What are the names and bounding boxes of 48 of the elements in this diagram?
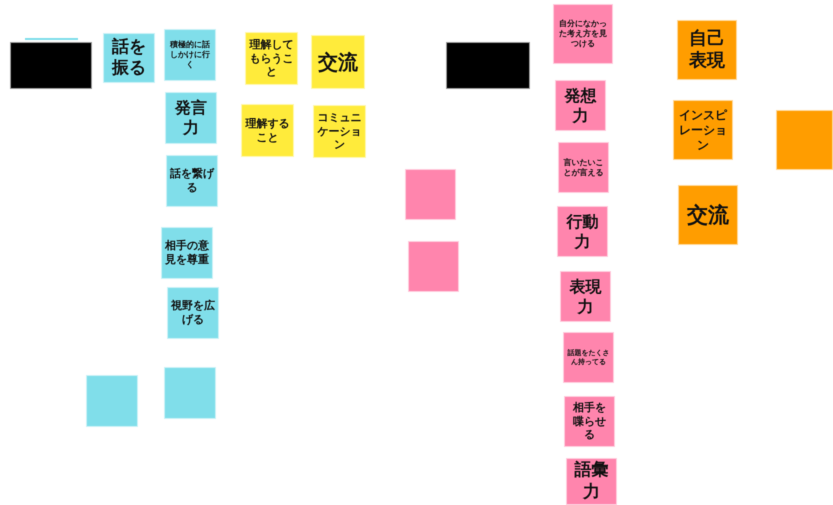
sticky-note [161,227,213,279]
note-text: 言いたいことが言える [562,158,604,178]
note-text: 視野を広げる [170,299,216,327]
blank-sticky-note [405,169,456,220]
note-text: 発言力 [174,98,208,138]
sticky-note [164,29,216,81]
note-text: 積極的に話しかけに行く [168,40,211,70]
sticky-note [678,185,738,245]
note-text: 表現力 [568,276,602,316]
sticky-note [564,396,615,447]
blank-sticky-note [776,110,833,170]
note-text: 自己表現 [688,28,726,72]
sticky-note [241,104,294,157]
note-text: 自分になかった考え方を見つける [558,19,608,49]
sticky-note [167,287,219,339]
note-text: 交流 [686,202,730,228]
note-text: 行動力 [565,212,600,252]
sticky-note [677,20,737,80]
note-text: 理解してもらうこと [248,38,294,80]
sticky-note [245,32,298,85]
note-text: インスピレーション [678,108,728,152]
sticky-note [555,80,606,131]
sticky-note [553,4,613,64]
sticky-note [557,206,608,257]
note-text: コミュニケーション [316,110,362,152]
sticky-note [673,100,733,160]
blank-sticky-note [408,241,459,292]
sticky-note [165,92,217,144]
note-text: 語彙力 [573,460,610,503]
note-text: 話を振る [110,36,147,80]
note-text: 相手の意見を尊重 [164,239,210,267]
note-text: 話を繋げる [169,167,216,195]
note-text: 理解すること [244,116,290,144]
blank-sticky-note [164,367,216,419]
sticky-note [558,142,609,193]
blank-sticky-note [10,42,92,89]
blank-sticky-note [86,375,138,427]
blank-sticky-note [446,42,530,89]
sticky-note [563,332,614,383]
sticky-note [313,105,366,158]
sticky-note [166,155,218,207]
note-text: 交流 [317,50,359,74]
note-text: 相手を喋らせる [572,400,607,442]
sticky-note [566,458,617,505]
sticky-note [560,271,611,322]
sticky-note [103,33,155,83]
sticky-note [311,35,365,89]
note-text: 発想力 [563,86,598,126]
